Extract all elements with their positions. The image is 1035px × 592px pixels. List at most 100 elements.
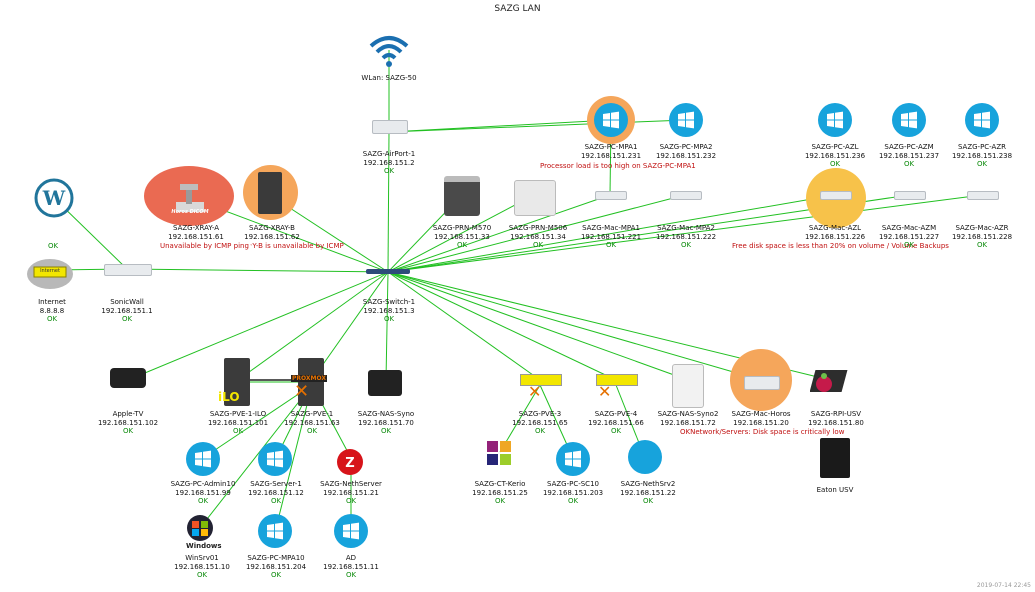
node-label: WLan: SAZG-50 xyxy=(361,74,417,82)
xray-b-tower-icon[interactable] xyxy=(258,172,282,214)
mac-mpa2-device[interactable] xyxy=(670,191,702,200)
ilo-badge: iLO xyxy=(218,390,240,404)
pve3-x-icon: ✕ xyxy=(528,382,542,401)
pc-mpa1-windows-icon[interactable] xyxy=(594,103,628,137)
pve3-proxmox-device[interactable] xyxy=(520,374,562,386)
wifi-icon[interactable] xyxy=(368,30,410,70)
pve4-x-icon: ✕ xyxy=(598,382,612,401)
xray-a-device[interactable]: Horos DICOM xyxy=(170,180,210,218)
nas-syno2-device[interactable] xyxy=(672,364,704,408)
mac-mpa1-device[interactable] xyxy=(595,191,627,200)
mac-azr-device[interactable] xyxy=(967,191,999,200)
pc-mpa10-windows-icon[interactable] xyxy=(258,514,292,548)
ad-windows-icon[interactable] xyxy=(334,514,368,548)
map-title: SAZG LAN xyxy=(494,4,541,14)
pc-admin10-windows-icon[interactable] xyxy=(186,442,220,476)
link-line xyxy=(199,384,313,529)
pve1-server-tower-icon[interactable] xyxy=(298,358,324,406)
horos-badge: Horos DICOM xyxy=(171,209,209,215)
link-line xyxy=(127,271,389,381)
link-line xyxy=(388,119,687,133)
link-line xyxy=(311,271,389,381)
nas-syno-device[interactable] xyxy=(368,370,402,396)
mac-azm-device[interactable] xyxy=(894,191,926,200)
nethserver-icon[interactable]: Z xyxy=(336,448,364,478)
printer-m570-icon[interactable] xyxy=(444,176,480,216)
link-line xyxy=(499,384,541,453)
link-line xyxy=(387,194,535,273)
windows-badge: Windows xyxy=(186,542,222,550)
pc-azm-windows-icon[interactable] xyxy=(892,103,926,137)
link-line xyxy=(387,271,762,381)
link-line xyxy=(202,384,313,459)
link-line xyxy=(387,271,689,381)
pve4-proxmox-device[interactable] xyxy=(596,374,638,386)
pc-sc10-windows-icon[interactable] xyxy=(556,442,590,476)
proxmox-x-icon: ✕ xyxy=(294,381,310,402)
svg-text:W: W xyxy=(42,186,66,210)
timestamp: 2019-07-14 22:45 xyxy=(976,582,1031,589)
internet-cloud-icon[interactable]: Internet xyxy=(26,256,74,290)
node-label: Eaton USV xyxy=(816,486,854,494)
wordpress-icon[interactable]: W xyxy=(34,178,74,218)
centos-icon[interactable] xyxy=(484,438,514,468)
sonicwall-device[interactable] xyxy=(104,264,152,276)
server1-windows-icon[interactable] xyxy=(258,442,292,476)
wordpress-status: OK xyxy=(47,242,59,250)
pc-mpa2-windows-icon[interactable] xyxy=(669,103,703,137)
pc-azl-windows-icon[interactable] xyxy=(818,103,852,137)
airport-device[interactable] xyxy=(372,120,408,134)
nethsrv2-icon[interactable] xyxy=(628,440,662,474)
alert-azl: Free disk space is less than 20% on volu… xyxy=(732,242,949,250)
link-line xyxy=(195,199,389,273)
link-line xyxy=(387,271,617,381)
mac-azl-device[interactable] xyxy=(820,191,852,200)
eaton-ups-device[interactable] xyxy=(820,438,850,478)
mac-horos-device[interactable] xyxy=(744,376,780,390)
windows-logo-icon[interactable] xyxy=(186,514,214,542)
apple-tv-device[interactable] xyxy=(110,368,146,388)
raspberry-pi-icon[interactable] xyxy=(809,368,850,396)
link-line xyxy=(385,271,389,381)
link-line xyxy=(126,268,389,273)
link-line xyxy=(388,119,612,133)
pc-azr-windows-icon[interactable] xyxy=(965,103,999,137)
ilo-server-tower-icon[interactable] xyxy=(224,358,250,406)
link-line xyxy=(387,194,611,273)
link-line xyxy=(387,194,686,273)
link-line xyxy=(387,194,983,273)
internet-badge: Internet xyxy=(40,268,60,274)
link-line xyxy=(387,194,836,273)
switch-device[interactable] xyxy=(366,269,410,274)
alert-rpi: OKNetwork/Servers: Disk space is critica… xyxy=(680,428,845,436)
link-line xyxy=(275,384,313,529)
printer-m506-icon[interactable] xyxy=(514,180,556,216)
